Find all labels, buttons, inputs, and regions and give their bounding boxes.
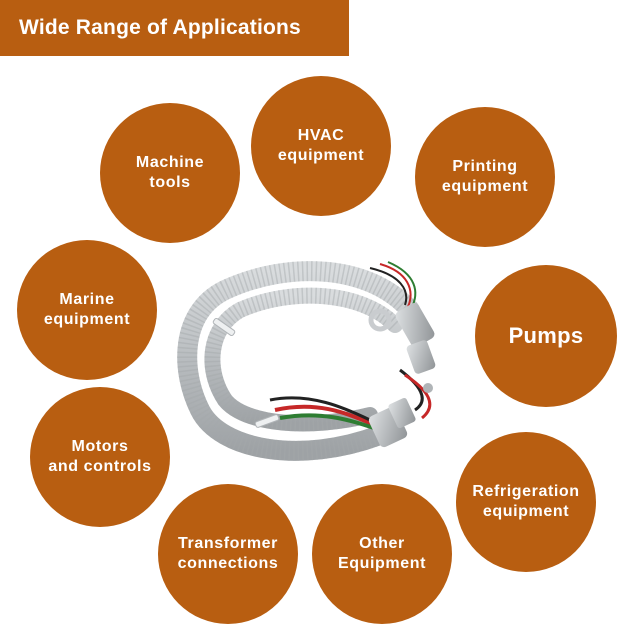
application-marine-equipment: Marine equipment xyxy=(17,240,157,380)
application-pumps: Pumps xyxy=(475,265,617,407)
application-label: equipment xyxy=(277,147,365,164)
application-label: Printing xyxy=(452,158,518,175)
application-label: Pumps xyxy=(508,323,584,348)
application-label: connections xyxy=(177,555,279,572)
header-banner: Wide Range of Applications xyxy=(0,0,349,56)
application-label: HVAC xyxy=(297,127,345,144)
application-printing-equipment: Printing equipment xyxy=(415,107,555,247)
application-transformer-connections: Transformer connections xyxy=(158,484,298,624)
application-refrigeration-equipment: Refrigeration equipment xyxy=(456,432,596,572)
application-label: equipment xyxy=(43,311,131,328)
application-label: Transformer xyxy=(178,535,278,552)
application-label: Motors xyxy=(71,438,129,455)
application-label: Refrigeration xyxy=(472,483,580,500)
application-other-equipment: Other Equipment xyxy=(312,484,452,624)
application-label: and controls xyxy=(48,458,152,475)
application-label: Machine xyxy=(135,154,205,171)
application-machine-tools: Machine tools xyxy=(100,103,240,243)
application-label: equipment xyxy=(482,503,570,520)
application-label: Other xyxy=(359,535,405,552)
application-label: Marine xyxy=(59,291,115,308)
application-hvac-equipment: HVAC equipment xyxy=(251,76,391,216)
page-title: Wide Range of Applications xyxy=(19,16,301,39)
application-motors-and-controls: Motors and controls xyxy=(30,387,170,527)
application-label: tools xyxy=(149,174,191,191)
application-label: Equipment xyxy=(337,555,427,572)
flexible-conduit-whip-icon xyxy=(170,250,470,480)
application-label: equipment xyxy=(441,178,529,195)
